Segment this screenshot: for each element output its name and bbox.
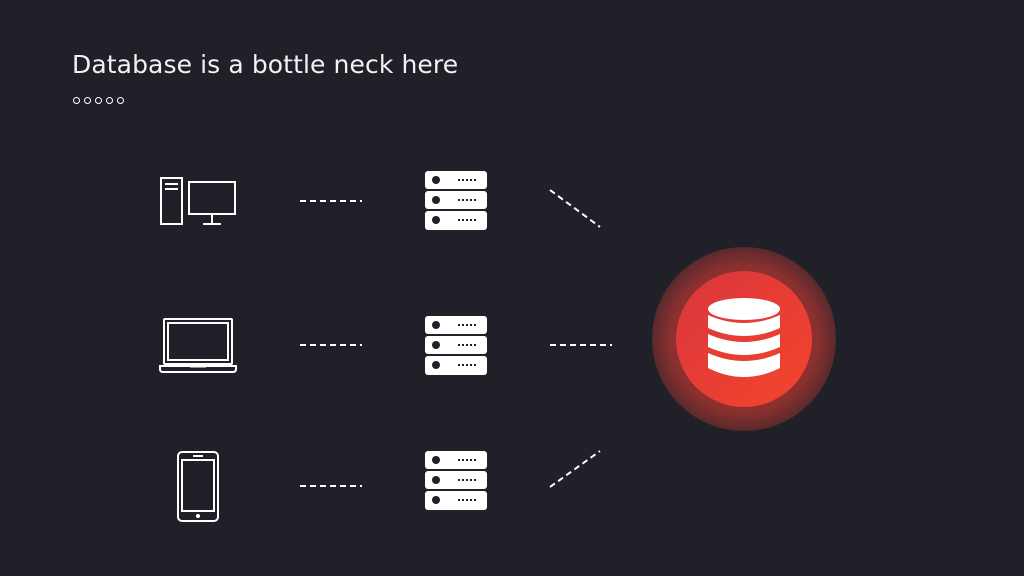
progress-dot	[106, 97, 113, 104]
progress-dots	[73, 97, 124, 104]
laptop-icon	[159, 318, 237, 373]
server-rack-icon	[425, 171, 487, 230]
database-icon	[708, 298, 780, 377]
server-rack-icon	[425, 451, 487, 510]
progress-dot	[117, 97, 124, 104]
database-node	[652, 247, 836, 431]
server-database-connectors	[549, 189, 612, 488]
progress-dot	[73, 97, 80, 104]
connector-server3-database	[549, 450, 601, 488]
progress-dot	[95, 97, 102, 104]
progress-dot	[84, 97, 91, 104]
database-circle	[676, 271, 812, 407]
connector-server1-database	[549, 189, 601, 228]
desktop-computer-icon	[160, 177, 236, 225]
slide-title: Database is a bottle neck here	[72, 50, 459, 79]
server-rack-icon	[425, 316, 487, 375]
client-server-connectors	[300, 200, 362, 487]
smartphone-icon	[177, 451, 219, 522]
